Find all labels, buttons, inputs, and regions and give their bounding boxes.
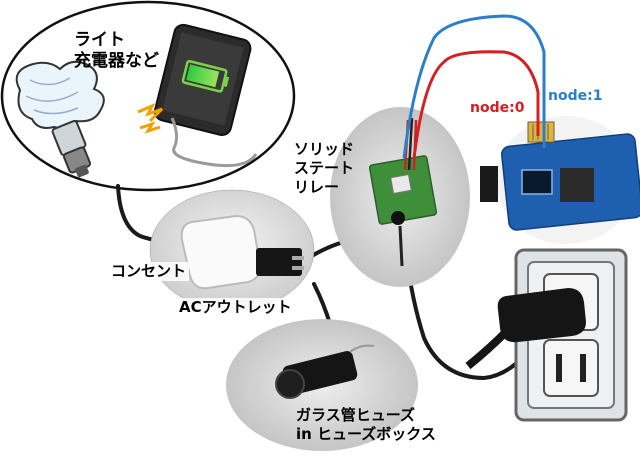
ac-adapter: [180, 214, 262, 290]
fuse-label: ガラス管ヒューズ in ヒューズボックス: [296, 406, 436, 443]
ac-outlet-photo: [149, 189, 315, 311]
bulb-icon: [15, 60, 105, 178]
wall-outlet-icon: [465, 248, 628, 422]
ac-outlet-label: ACアウトレット: [176, 298, 295, 317]
fuse-photo: [226, 319, 418, 451]
spark-icon: [137, 103, 164, 134]
socket-label: コンセント: [108, 262, 190, 281]
charger-cable: [170, 117, 258, 168]
header-pins: [527, 121, 555, 143]
controller-photo: [480, 116, 640, 244]
plug-icon: [256, 248, 302, 276]
node0-label: node:0: [470, 100, 525, 116]
smartphone-icon: [153, 23, 252, 137]
node1-label: node:1: [548, 88, 603, 104]
node1-wire: [402, 14, 546, 159]
ssr-label: ソリッド ステート リレー: [294, 140, 355, 196]
load-label: ライト 充電器など: [74, 30, 159, 72]
node0-wire: [412, 50, 540, 159]
ssr-photo: [330, 107, 470, 287]
